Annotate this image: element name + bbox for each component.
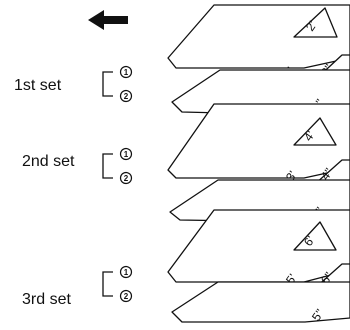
set-1-sheet-1: 2' 1' <box>167 4 350 80</box>
set-3-label: 3rd set <box>22 291 71 308</box>
set-1-sheet-number-2: 2 <box>119 89 133 103</box>
svg-text:1: 1 <box>124 150 129 159</box>
set-1-label: 1st set <box>14 77 62 94</box>
set-1-bracket <box>102 71 113 97</box>
set-2-label: 2nd set <box>22 153 75 170</box>
set-1-sheet-number-1: 1 <box>119 65 133 79</box>
svg-text:1: 1 <box>124 268 129 277</box>
set-3-sheet-number-2: 2 <box>119 289 133 303</box>
left-arrow-icon <box>88 10 128 30</box>
set-2-sheet-number-1: 1 <box>119 147 133 161</box>
set-3-bracket <box>102 271 113 297</box>
set-2: 4' 3' 4'' 3'' 2nd set 1 2 <box>22 103 350 223</box>
svg-text:2: 2 <box>124 92 129 101</box>
set-2-bracket <box>102 153 113 179</box>
set-2-sheet-number-2: 2 <box>119 171 133 185</box>
set-1: 2' 1' 2'' 1'' 1st set 1 2 <box>14 4 350 116</box>
set-3-sheet-2: 5'' <box>171 281 350 324</box>
svg-text:2: 2 <box>124 174 129 183</box>
set-3: 6' 5' 6'' 5'' 3rd set 1 2 <box>22 209 350 324</box>
set-2-sheet-2-corner: 4'' <box>314 159 350 185</box>
svg-text:2: 2 <box>124 292 129 301</box>
svg-text:1: 1 <box>124 68 129 77</box>
set-3-sheet-number-1: 1 <box>119 265 133 279</box>
